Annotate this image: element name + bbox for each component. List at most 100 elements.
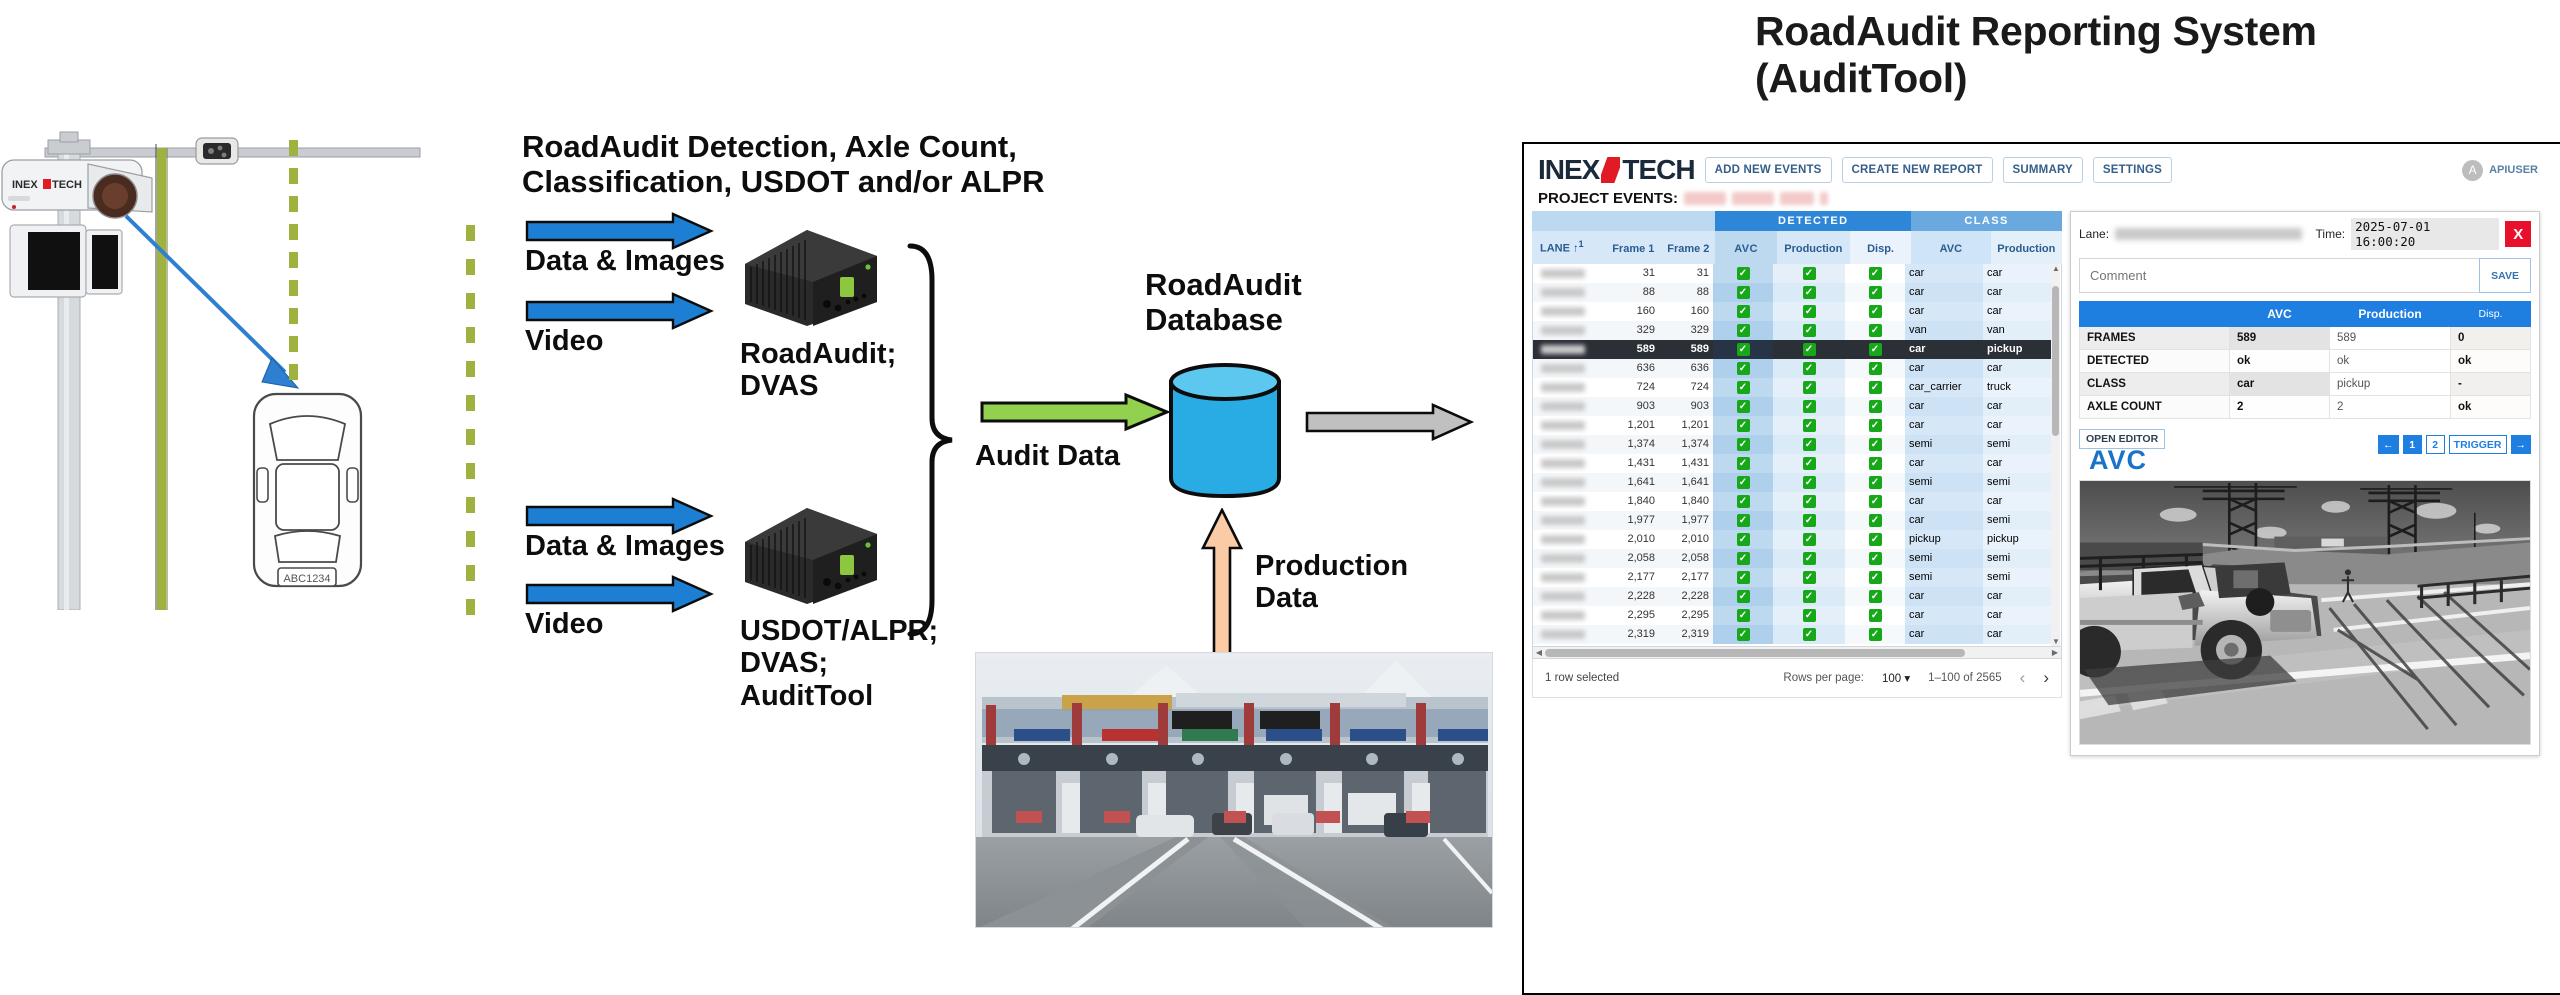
- user-name-label: APIUSER: [2489, 164, 2538, 176]
- cell-frame1: 2,010: [1627, 533, 1655, 546]
- rows-per-page-select[interactable]: 100 ▾: [1882, 671, 1910, 685]
- label-roadaudit-database: RoadAudit Database: [1145, 267, 1302, 337]
- open-editor-button[interactable]: OPEN EDITOR: [2079, 429, 2166, 449]
- col-header-frame2[interactable]: Frame 2: [1660, 231, 1716, 264]
- image-pager-button[interactable]: 1: [2402, 435, 2422, 454]
- col-header-detected-disp[interactable]: Disp.: [1849, 231, 1912, 264]
- col-header-class-production[interactable]: Production: [1990, 231, 2062, 264]
- cell-detected-disp: ✓: [1845, 491, 1905, 511]
- cell-lane: [1533, 282, 1605, 302]
- cell-frame1: 1,977: [1605, 510, 1659, 530]
- check-icon: ✓: [1736, 361, 1750, 375]
- device-usdot-alpr-unit: [745, 508, 877, 604]
- cell-detected-production: ✓: [1773, 263, 1845, 283]
- cell-frame2: 88: [1659, 282, 1713, 302]
- detail-row-production: 589: [2329, 326, 2451, 350]
- col-header-frame1[interactable]: Frame 1: [1605, 231, 1661, 264]
- lane-value-redacted: [1541, 439, 1585, 449]
- camera-brand-text: INEX: [12, 179, 38, 191]
- scroll-right-icon[interactable]: ▶: [2051, 647, 2059, 657]
- vertical-scrollbar[interactable]: ▲ ▼: [2051, 263, 2060, 646]
- settings-button[interactable]: SETTINGS: [2092, 157, 2173, 183]
- app-body: DETECTED CLASS LANE ↑1 Frame 1 Frame 2 A…: [1524, 211, 2560, 756]
- image-pager-button[interactable]: ←: [2378, 435, 2399, 454]
- prev-page-button[interactable]: ‹: [2019, 667, 2026, 687]
- scrollbar-thumb[interactable]: [2052, 285, 2059, 436]
- scroll-left-icon[interactable]: ◀: [1535, 647, 1543, 657]
- cell-frame1: 2,177: [1627, 571, 1655, 584]
- cell-detected-production: ✓: [1773, 434, 1845, 454]
- detail-row-disp: -: [2450, 372, 2531, 396]
- col-header-detected-avc[interactable]: AVC: [1715, 231, 1777, 264]
- col-header-class-avc[interactable]: AVC: [1911, 231, 1991, 264]
- cell-class-avc: car: [1905, 624, 1983, 644]
- lane-value-redacted: [1541, 496, 1585, 506]
- lane-value-redacted: [1541, 534, 1585, 544]
- comment-input[interactable]: [2079, 258, 2480, 293]
- scroll-up-icon[interactable]: ▲: [2052, 263, 2060, 273]
- add-new-events-button[interactable]: ADD NEW EVENTS: [1704, 157, 1832, 183]
- cell-class-production: car: [1983, 491, 2053, 511]
- cell-frame1: 2,319: [1605, 624, 1659, 644]
- col-header-detected-production[interactable]: Production: [1776, 231, 1850, 264]
- cell-detected-disp: ✓: [1845, 586, 1905, 606]
- create-new-report-button[interactable]: CREATE NEW REPORT: [1841, 157, 1993, 183]
- cell-frame2: 2,058: [1659, 548, 1713, 568]
- events-table-panel: DETECTED CLASS LANE ↑1 Frame 1 Frame 2 A…: [1532, 211, 2062, 756]
- lane-value-redacted: [1541, 610, 1585, 620]
- cell-detected-avc: ✓: [1713, 377, 1773, 397]
- image-pager-button[interactable]: →: [2510, 435, 2531, 454]
- cell-frame2: 2,177: [1681, 571, 1709, 584]
- horizontal-scrollbar[interactable]: ◀ ▶: [1532, 646, 2062, 659]
- cell-class-avc: car_carrier: [1905, 377, 1983, 397]
- cell-lane: [1533, 568, 1605, 587]
- cell-frame1: 31: [1642, 267, 1655, 280]
- check-icon: ✓: [1802, 456, 1816, 470]
- check-icon: ✓: [1802, 266, 1816, 280]
- cell-detected-disp: ✓: [1845, 301, 1905, 321]
- check-icon: ✓: [1736, 380, 1750, 394]
- user-menu[interactable]: A APIUSER: [2462, 159, 2546, 181]
- image-pager-button[interactable]: 2: [2425, 435, 2445, 454]
- image-pager-button[interactable]: TRIGGER: [2448, 435, 2507, 454]
- check-icon: ✓: [1736, 570, 1750, 584]
- selection-status: 1 row selected: [1545, 671, 1620, 684]
- next-page-button[interactable]: ›: [2043, 667, 2049, 687]
- check-icon: ✓: [1736, 342, 1750, 356]
- check-icon: ✓: [1802, 285, 1816, 299]
- check-icon: ✓: [1868, 399, 1882, 413]
- close-icon[interactable]: X: [2505, 221, 2531, 247]
- cell-class-production: car: [1983, 396, 2053, 416]
- cell-class-production: car: [1983, 301, 2053, 321]
- cell-detected-avc: ✓: [1713, 624, 1773, 644]
- avc-camera-image[interactable]: [2079, 480, 2531, 745]
- save-comment-button[interactable]: SAVE: [2479, 258, 2531, 293]
- hscrollbar-thumb[interactable]: [1545, 648, 1965, 657]
- col-header-lane[interactable]: LANE ↑1: [1532, 231, 1606, 264]
- cell-detected-production: ✓: [1773, 472, 1845, 492]
- lane-value-redacted: [1541, 382, 1585, 392]
- cell-class-production: semi: [1983, 548, 2053, 568]
- summary-button[interactable]: SUMMARY: [2002, 157, 2083, 183]
- scroll-down-icon[interactable]: ▼: [2052, 636, 2060, 646]
